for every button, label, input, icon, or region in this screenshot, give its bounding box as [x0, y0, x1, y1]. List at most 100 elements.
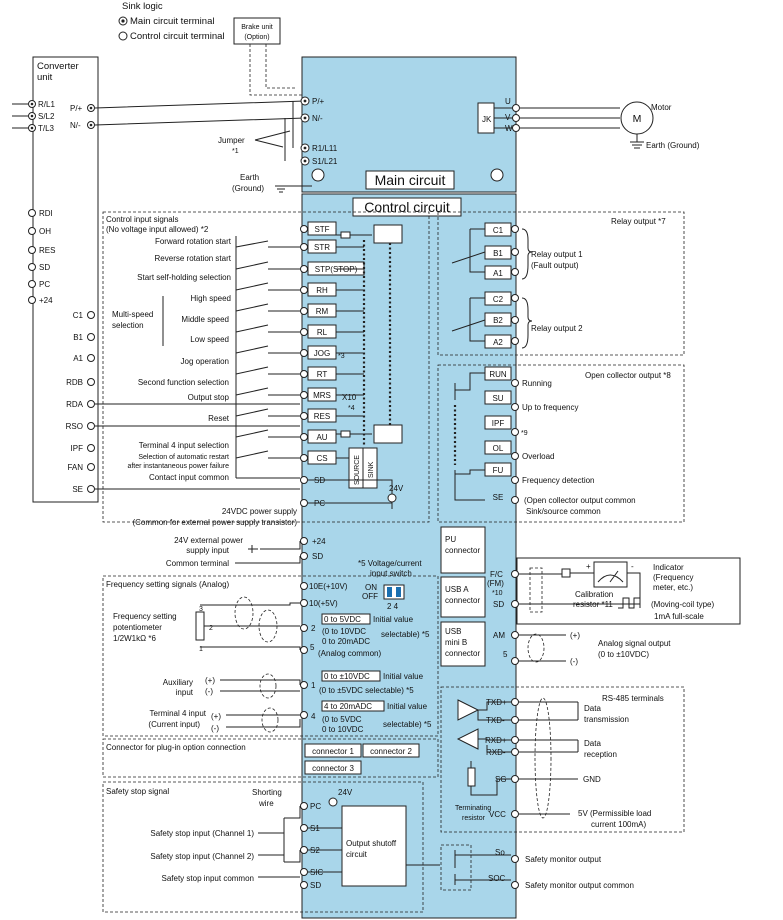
svg-text:Start self-holding selection: Start self-holding selection: [137, 273, 231, 282]
svg-text:JK: JK: [482, 115, 492, 124]
svg-text:Second function selection: Second function selection: [138, 378, 229, 387]
usb-a-connector[interactable]: [440, 576, 486, 618]
svg-text:Indicator: Indicator: [653, 563, 684, 572]
svg-text:24V: 24V: [389, 484, 404, 493]
svg-text:-: -: [631, 562, 634, 571]
svg-text:Output shutoff: Output shutoff: [346, 839, 397, 848]
svg-text:PU: PU: [445, 535, 456, 544]
svg-text:Reset: Reset: [208, 414, 230, 423]
svg-text:U: U: [505, 97, 511, 106]
svg-text:SE: SE: [493, 493, 504, 502]
svg-text:B2: B2: [493, 316, 503, 325]
converter-title1: Converter: [37, 61, 79, 72]
svg-text:(Moving-coil type): (Moving-coil type): [651, 600, 714, 609]
svg-text:RM: RM: [316, 307, 329, 316]
svg-text:*3: *3: [338, 353, 345, 360]
svg-text:P/+: P/+: [312, 97, 325, 106]
svg-text:1: 1: [311, 681, 316, 690]
svg-text:1/2W1kΩ *6: 1/2W1kΩ *6: [113, 634, 156, 643]
svg-text:transmission: transmission: [584, 715, 629, 724]
svg-text:(+): (+): [570, 631, 580, 640]
svg-text:AM: AM: [493, 631, 505, 640]
svg-text:S/L2: S/L2: [38, 112, 55, 121]
svg-text:(0 to 5VDC: (0 to 5VDC: [322, 715, 362, 724]
svg-text:Terminal 4 input selection: Terminal 4 input selection: [139, 441, 229, 450]
svg-text:Auxiliary: Auxiliary: [163, 678, 193, 687]
svg-text:4: 4: [311, 712, 316, 721]
pu-connector[interactable]: [440, 526, 486, 574]
svg-text:Up to frequency: Up to frequency: [522, 403, 578, 412]
svg-text:input: input: [176, 688, 194, 697]
connector-2[interactable]: [362, 743, 420, 758]
jumper-label: Jumper: [218, 136, 245, 145]
calibration-resistor: [561, 568, 571, 578]
svg-text:connector 1: connector 1: [312, 747, 354, 756]
svg-text:wire: wire: [258, 799, 274, 808]
brake-unit-box: [233, 17, 281, 45]
svg-text:*10: *10: [492, 590, 503, 597]
converter-input-terminals: [12, 100, 36, 132]
svg-text:Earth (Ground): Earth (Ground): [646, 141, 700, 150]
svg-text:RDB: RDB: [66, 378, 83, 387]
svg-text:potentiometer: potentiometer: [113, 623, 162, 632]
input-rows: Forward rotation start STF Reverse rotat…: [127, 221, 365, 485]
svg-text:current 100mA): current 100mA): [591, 820, 646, 829]
open-collector-terminals: [484, 366, 519, 504]
svg-text:IPF: IPF: [71, 444, 84, 453]
svg-text:RH: RH: [316, 286, 328, 295]
svg-text:OH: OH: [39, 227, 51, 236]
svg-text:supply input: supply input: [186, 546, 229, 555]
svg-text:B1: B1: [73, 333, 83, 342]
main-circuit-title: Main circuit: [375, 172, 446, 188]
svg-text:Relay output 1: Relay output 1: [531, 250, 583, 259]
svg-text:Calibration: Calibration: [575, 590, 613, 599]
svg-text:(-): (-): [570, 657, 578, 666]
plug-in-group: [102, 738, 439, 778]
svg-text:Open collector output *8: Open collector output *8: [585, 371, 671, 380]
frequency-setting-group: [102, 575, 439, 737]
svg-text:Data: Data: [584, 739, 601, 748]
indicator-meter-icon: [593, 561, 628, 588]
converter-relay-terminals: [87, 311, 95, 493]
earth-symbol: [275, 185, 312, 193]
svg-text:C1: C1: [493, 226, 504, 235]
svg-text:Forward rotation start: Forward rotation start: [155, 237, 232, 246]
svg-text:PC: PC: [39, 280, 50, 289]
svg-text:So: So: [495, 848, 505, 857]
svg-text:meter, etc.): meter, etc.): [653, 583, 693, 592]
pulse-waveform-icon: [618, 597, 641, 609]
brake-option-label: (Option): [244, 34, 269, 41]
svg-text:0 to 10VDC: 0 to 10VDC: [322, 725, 364, 734]
svg-text:(FM): (FM): [487, 579, 504, 588]
svg-text:FAN: FAN: [67, 463, 83, 472]
svg-text:10E(+10V): 10E(+10V): [309, 582, 348, 591]
svg-text:selectable) *5: selectable) *5: [381, 630, 430, 639]
svg-text:reception: reception: [584, 750, 617, 759]
usb-mini-b-connector[interactable]: [440, 621, 486, 667]
sink-logic-label: Sink logic: [122, 1, 163, 12]
svg-text:FU: FU: [493, 466, 504, 475]
input-optocoupler-network: [336, 224, 403, 459]
svg-text:0 to ±10VDC: 0 to ±10VDC: [324, 672, 370, 681]
svg-text:VCC: VCC: [489, 810, 506, 819]
svg-text:(0 to 10VDC: (0 to 10VDC: [322, 627, 366, 636]
svg-text:Safety stop input common: Safety stop input common: [162, 874, 255, 883]
svg-text:Output stop: Output stop: [188, 393, 230, 402]
svg-text:(Fault output): (Fault output): [531, 261, 579, 270]
svg-text:SINK: SINK: [368, 461, 375, 478]
svg-text:connector 3: connector 3: [312, 764, 354, 773]
svg-text:*4: *4: [348, 405, 355, 412]
svg-text:M: M: [633, 113, 642, 125]
main-circuit-title-box: [365, 170, 455, 190]
svg-text:AU: AU: [316, 433, 327, 442]
svg-text:Terminal 4 input: Terminal 4 input: [150, 709, 207, 718]
svg-text:*9: *9: [521, 430, 528, 437]
svg-text:C2: C2: [493, 295, 504, 304]
connector-3[interactable]: [304, 760, 362, 775]
connector-1[interactable]: [304, 743, 362, 758]
open-collector-group: [437, 364, 685, 523]
svg-text:B1: B1: [493, 249, 503, 258]
svg-text:N/-: N/-: [312, 114, 323, 123]
svg-text:resistor: resistor: [462, 815, 486, 822]
